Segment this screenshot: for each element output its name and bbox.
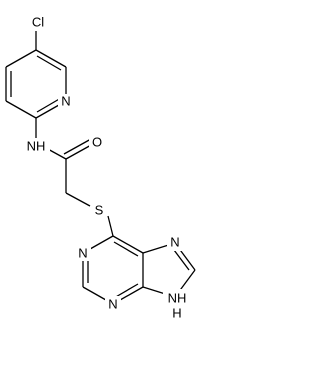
amide-nh-label: NH xyxy=(27,139,46,154)
bond-c3-c2 xyxy=(5,100,37,119)
bond-c5-c6-inner xyxy=(113,241,139,257)
chlorine-label: Cl xyxy=(32,15,44,30)
pyrimidine-n1-label: N xyxy=(78,246,87,261)
bond-carbonyl-o-inner xyxy=(63,138,92,155)
imidazole-h-label: H xyxy=(172,306,181,321)
bond-ch2-s xyxy=(65,192,91,207)
imidazole-nh-label: NH xyxy=(168,291,187,306)
bond-n7-c8-inner xyxy=(173,249,190,271)
imidazole-ring xyxy=(142,242,196,298)
imidazole-n7-label: N xyxy=(170,235,179,250)
bond-s-c6 xyxy=(107,215,114,237)
sulfur-label: S xyxy=(95,203,104,218)
atom-labels: Cl N NH O S N N N NH H xyxy=(22,13,189,321)
bond-c6-c5-inner xyxy=(36,55,62,71)
bond-c5-c4 xyxy=(5,49,37,68)
pyridine-nitrogen-label: N xyxy=(61,94,70,109)
pyrimidine-ring xyxy=(82,235,144,305)
carbonyl-oxygen-label: O xyxy=(92,135,102,150)
bond-c6-c5 xyxy=(35,49,67,68)
bond-n3-c4-inner xyxy=(113,283,139,299)
pyrimidine-n3-label: N xyxy=(108,297,117,312)
bond-c5-c6 xyxy=(112,235,144,254)
molecule-structure: Cl N NH O S N N N NH H xyxy=(5,13,196,321)
pyridine-ring xyxy=(5,49,67,119)
bond-c2-n1-inner xyxy=(36,97,62,113)
bond-carbonyl-o xyxy=(65,143,94,160)
